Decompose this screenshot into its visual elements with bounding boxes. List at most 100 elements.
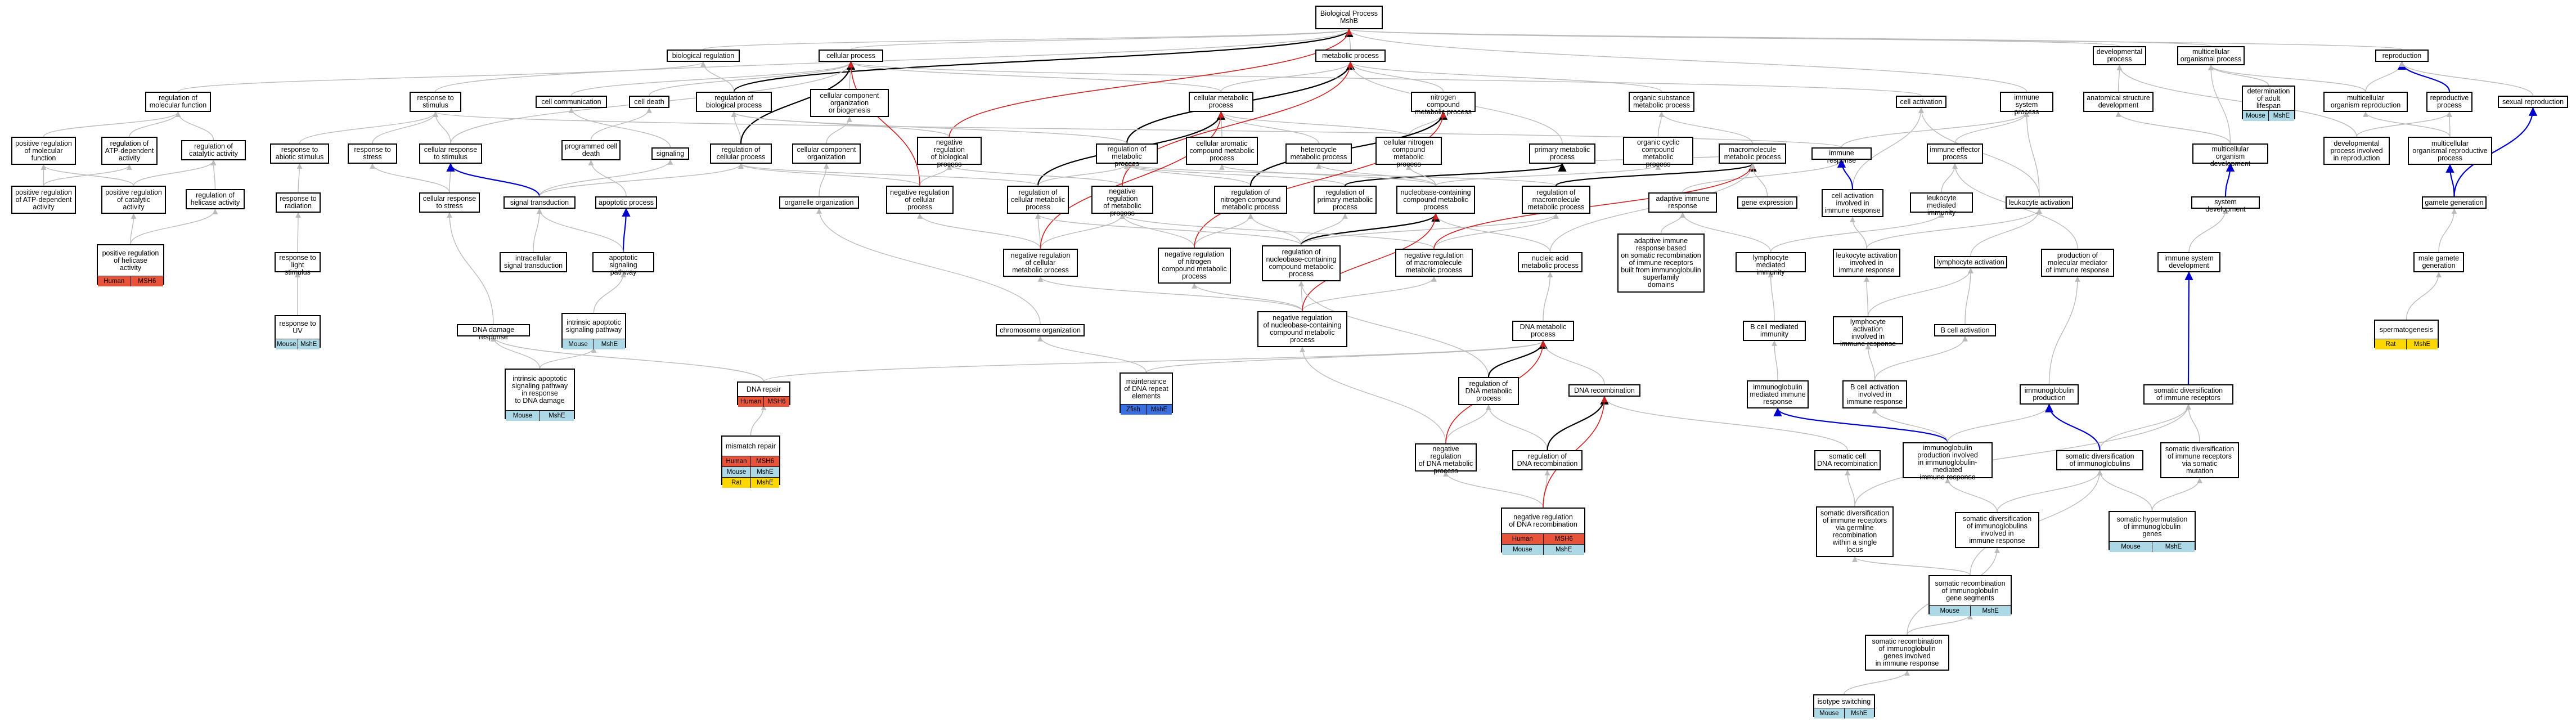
go-term-reg-primary-met[interactable]: regulation of primary metabolic process	[1314, 186, 1377, 214]
go-term-somatic-div-ig[interactable]: somatic diversification of immunoglobuli…	[2056, 450, 2143, 470]
go-term-apoptotic-process[interactable]: apoptotic process	[595, 196, 657, 209]
go-term-cell-comm[interactable]: cell communication	[536, 96, 607, 108]
go-term-neg-reg-nucleobase[interactable]: negative regulation of nucleobase-contai…	[1257, 311, 1347, 347]
go-term-reg-met-proc[interactable]: regulation of metabolic process	[1096, 143, 1158, 168]
go-term-somatic-hypermutation[interactable]: somatic hypermutation of immunoglobulin …	[2109, 511, 2196, 552]
go-term-nucleobase-met[interactable]: nucleobase-containing compound metabolic…	[1396, 186, 1475, 214]
go-term-dev-proc-repro[interactable]: developmental process involved in reprod…	[2323, 137, 2390, 165]
go-term-reg-cell-met[interactable]: regulation of cellular metabolic process	[1007, 186, 1069, 214]
go-term-resp-radiation[interactable]: response to radiation	[276, 192, 321, 213]
go-term-reproduction[interactable]: reproduction	[2375, 50, 2429, 62]
go-term-cellular-process[interactable]: cellular process	[819, 50, 883, 62]
go-term-leuk-mediated[interactable]: leukocyte mediated immunity	[1910, 192, 1973, 217]
go-term-bp[interactable]: Biological Process MshB	[1315, 6, 1383, 29]
go-term-somatic-cell-recomb[interactable]: somatic cell DNA recombination	[1814, 450, 1881, 470]
go-term-resp-light[interactable]: response to light stimulus	[275, 252, 321, 276]
go-term-cell-comp-org[interactable]: cellular component organization or bioge…	[810, 89, 889, 117]
go-term-reg-dna-recomb[interactable]: regulation of DNA recombination	[1512, 450, 1583, 470]
go-term-dna-met-proc[interactable]: DNA metabolic process	[1512, 321, 1574, 341]
go-term-macromol-met[interactable]: macromolecule metabolic process	[1719, 143, 1786, 164]
go-term-organelle-org[interactable]: organelle organization	[779, 196, 859, 209]
go-term-reg-cat-act[interactable]: regulation of catalytic activity	[181, 140, 246, 160]
go-term-ig-prod-immune[interactable]: immunoglobulin production involved in im…	[1903, 442, 1993, 481]
go-term-cell-act-immune[interactable]: cell activation involved in immune respo…	[1822, 189, 1883, 217]
go-term-cell-death[interactable]: cell death	[629, 96, 669, 108]
go-term-repro-process[interactable]: reproductive process	[2426, 92, 2472, 112]
go-term-neg-reg-bio[interactable]: negative regulation of biological proces…	[917, 137, 982, 168]
go-term-heterocycle-met[interactable]: heterocycle metabolic process	[1285, 143, 1352, 164]
go-term-reg-dna-met[interactable]: regulation of DNA metabolic process	[1458, 377, 1519, 405]
go-term-adaptive-immune[interactable]: adaptive immune response	[1648, 192, 1717, 213]
go-term-somatic-recomb-ig-segments[interactable]: somatic recombination of immunoglobulin …	[1928, 575, 2012, 616]
go-term-leuk-act-immune[interactable]: leukocyte activation involved in immune …	[1833, 249, 1900, 277]
go-term-pos-reg-mol-func[interactable]: positive regulation of molecular functio…	[11, 137, 76, 165]
go-term-cell-arom-met[interactable]: cellular aromatic compound metabolic pro…	[1186, 137, 1258, 165]
go-term-b-cell-immunity[interactable]: B cell mediated immunity	[1743, 321, 1806, 341]
go-term-immune-resp[interactable]: immune response	[1811, 147, 1872, 164]
go-term-nitro-met[interactable]: nitrogen compound metabolic process	[1411, 92, 1476, 116]
go-term-b-cell-act-immune[interactable]: B cell activation involved in immune res…	[1842, 380, 1907, 408]
go-term-neg-reg-dna-met[interactable]: negative regulation of DNA metabolic pro…	[1415, 443, 1477, 475]
go-term-lymph-act-immune[interactable]: lymphocyte activation involved in immune…	[1833, 316, 1903, 348]
go-term-immune-sys-proc[interactable]: immune system process	[2000, 92, 2053, 116]
go-term-neg-reg-cell-proc[interactable]: negative regulation of cellular process	[886, 186, 954, 214]
go-term-neg-reg-cell-met[interactable]: negative regulation of cellular metaboli…	[1003, 249, 1078, 277]
go-term-leuk-activation[interactable]: leukocyte activation	[2006, 196, 2073, 209]
go-term-immune-sys-dev[interactable]: immune system development	[2157, 252, 2220, 272]
go-term-gamete-gen[interactable]: gamete generation	[2422, 196, 2487, 209]
go-term-apoptotic-signal[interactable]: apoptotic signaling pathway	[592, 252, 654, 276]
go-term-cell-nitro-met[interactable]: cellular nitrogen compound metabolic pro…	[1375, 137, 1442, 168]
go-term-b-cell-activation[interactable]: B cell activation	[1934, 324, 1996, 336]
go-term-prog-cell-death[interactable]: programmed cell death	[561, 140, 621, 160]
go-term-sexual-repro[interactable]: sexual reproduction	[2498, 96, 2568, 108]
go-term-multi-org-dev[interactable]: multicellular organism development	[2192, 143, 2268, 168]
go-term-dna-recomb[interactable]: DNA recombination	[1568, 384, 1640, 397]
go-term-ig-mediated[interactable]: immunoglobulin mediated immune response	[1747, 380, 1809, 408]
go-term-system-dev[interactable]: system development	[2191, 196, 2260, 213]
go-term-multi-org[interactable]: multicellular organismal process	[2177, 46, 2245, 65]
go-term-resp-abiotic[interactable]: response to abiotic stimulus	[270, 143, 329, 164]
go-term-multi-org-repro-proc[interactable]: multicellular organismal reproductive pr…	[2408, 137, 2492, 165]
go-term-nucleic-acid-met[interactable]: nucleic acid metabolic process	[1518, 252, 1583, 272]
go-term-org-cyclic-met[interactable]: organic cyclic compound metabolic proces…	[1623, 137, 1693, 168]
go-term-somatic-div-ig-immune[interactable]: somatic diversification of immunoglobuli…	[1955, 512, 2039, 548]
go-term-primary-met[interactable]: primary metabolic process	[1529, 143, 1595, 164]
go-term-cell-resp-stim[interactable]: cellular response to stimulus	[419, 143, 482, 164]
go-term-somatic-recomb-ig-immune[interactable]: somatic recombination of immunoglobulin …	[1865, 635, 1949, 671]
go-term-biol-reg[interactable]: biological regulation	[667, 50, 740, 62]
go-term-gene-expression[interactable]: gene expression	[1737, 196, 1797, 209]
go-term-reg-helicase[interactable]: regulation of helicase activity	[186, 189, 245, 209]
go-term-cell-met-proc[interactable]: cellular metabolic process	[1189, 92, 1253, 112]
go-term-pos-reg-cat[interactable]: positive regulation of catalytic activit…	[101, 186, 166, 214]
go-term-adaptive-immune-somatic[interactable]: adaptive immune response based on somati…	[1617, 233, 1705, 293]
go-term-cell-activation[interactable]: cell activation	[1896, 96, 1946, 108]
go-term-intracell-signal[interactable]: intracellular signal transduction	[500, 252, 567, 272]
go-term-resp-stimulus[interactable]: response to stimulus	[410, 92, 461, 112]
go-term-pos-reg-helicase[interactable]: positive regulation of helicase activity…	[97, 244, 164, 286]
go-term-reg-cell-proc[interactable]: regulation of cellular process	[710, 143, 772, 164]
go-term-signal-transduction[interactable]: signal transduction	[503, 196, 576, 209]
go-term-multi-org-repro[interactable]: multicellular organism reproduction	[2323, 92, 2408, 112]
go-term-reg-macromol-met[interactable]: regulation of macromolecule metabolic pr…	[1522, 186, 1590, 214]
go-term-reg-bio-proc[interactable]: regulation of biological process	[696, 92, 772, 112]
go-term-somatic-div-mutation[interactable]: somatic diversification of immune recept…	[2160, 442, 2239, 478]
go-term-somatic-div-germline[interactable]: somatic diversification of immune recept…	[1816, 506, 1894, 557]
go-term-lymph-mediated[interactable]: lymphocyte mediated immunity	[1736, 252, 1806, 276]
go-term-cell-resp-stress[interactable]: cellular response to stress	[419, 192, 480, 213]
go-term-org-sub-met[interactable]: organic substance metabolic process	[1629, 92, 1694, 112]
go-term-pos-reg-atp[interactable]: positive regulation of ATP-dependent act…	[11, 186, 76, 214]
go-term-dna-damage-resp[interactable]: DNA damage response	[457, 324, 530, 341]
go-term-intrinsic-apop-dna[interactable]: intrinsic apoptotic signaling pathway in…	[505, 369, 575, 421]
go-term-immune-effector[interactable]: immune effector process	[1927, 143, 1983, 164]
go-term-anat-struct-dev[interactable]: anatomical structure development	[2083, 92, 2154, 112]
go-term-ig-production[interactable]: immunoglobulin production	[2020, 384, 2079, 405]
go-term-resp-stress[interactable]: response to stress	[348, 143, 397, 164]
go-term-somatic-div-receptors[interactable]: somatic diversification of immune recept…	[2143, 384, 2233, 405]
